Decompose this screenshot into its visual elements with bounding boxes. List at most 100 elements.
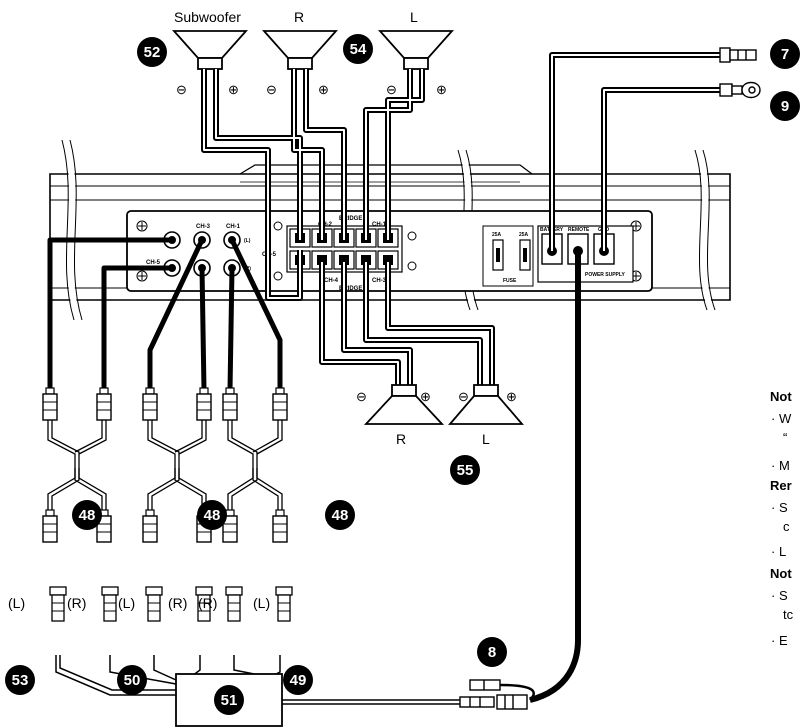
speaker-left-top — [377, 30, 455, 70]
rca-socket-body — [227, 594, 241, 622]
callout-c7-number: 7 — [781, 46, 789, 63]
callout-c9-circle — [770, 91, 800, 121]
rca-g3-left-label: (L) — [253, 595, 270, 611]
callout-c50-number: 50 — [124, 672, 141, 689]
minus-sign: ⊖ — [458, 389, 469, 404]
note2-bullet1: · S — [771, 500, 788, 515]
rca-socket-top — [195, 586, 213, 596]
rca-plug-tip — [225, 509, 235, 517]
speaker-l-top-label: L — [410, 9, 418, 25]
minus-sign: ⊖ — [176, 82, 187, 97]
ch1-label: CH-1 — [226, 224, 241, 230]
callout-c53-number: 53 — [12, 672, 29, 689]
rca-plug-body — [272, 393, 288, 421]
rca-g1-left-label: (L) — [8, 595, 25, 611]
plus-sign: ⊕ — [506, 389, 517, 404]
note-heading-1: Not — [770, 389, 792, 404]
speaker-left-bottom — [448, 384, 524, 425]
bridge-bottom-label: BRIDGE — [339, 286, 362, 292]
rca-g2-right-label: (R) — [168, 595, 187, 611]
callout-c48b-number: 48 — [204, 507, 221, 524]
note1-bullet1: · W — [771, 411, 792, 426]
callout-c7-circle — [770, 39, 800, 69]
callout-c54-number: 54 — [350, 41, 367, 58]
callout-c55-circle — [450, 455, 480, 485]
minus-sign: ⊖ — [266, 82, 277, 97]
note3-bullet2: · E — [771, 633, 788, 648]
ch3-label: CH-3 — [196, 224, 211, 230]
ground-ring-terminal — [719, 81, 761, 99]
rca-plug-body — [142, 515, 158, 543]
y-cable-right — [74, 420, 107, 455]
callout-c54-circle — [343, 34, 373, 64]
y-cable-lower-right — [252, 468, 283, 510]
minus-sign: ⊖ — [386, 82, 397, 97]
terminal-ch2-label: CH-2 — [318, 222, 333, 228]
rca-g3-right-label: (R) — [198, 595, 217, 611]
rca-splitter-assemblies — [42, 387, 293, 622]
rca-plug-body — [96, 515, 112, 543]
speaker-right-top — [261, 30, 339, 70]
rca-g1-right-label: (R) — [67, 595, 86, 611]
top-terminal-signs: ⊖ ⊕ ⊖ ⊕ ⊖ ⊕ — [176, 82, 447, 97]
rca-socket-top — [49, 586, 67, 596]
y-cable-right — [252, 420, 283, 455]
rca-socket-body — [197, 594, 211, 622]
rca-socket-top — [101, 586, 119, 596]
rca-plug-body — [222, 515, 238, 543]
rca-cables-to-amp — [47, 237, 283, 391]
callout-c53-circle — [5, 665, 35, 695]
note-heading-3: Not — [770, 566, 792, 581]
rca-socket-body — [277, 594, 291, 622]
terminal-ch1-label: CH-1 — [372, 222, 387, 228]
rca-plug-body — [142, 393, 158, 421]
y-cable-left — [47, 420, 80, 468]
callout-c52-number: 52 — [144, 44, 161, 61]
rca-channel-labels: (L) (R) (L) (R) (R) (L) — [8, 595, 270, 611]
rca-plug-tip — [45, 387, 55, 395]
speaker-wires — [201, 52, 720, 703]
rca-socket-body — [103, 594, 117, 622]
speaker-right-bottom — [363, 384, 445, 425]
note3-bullet1: · S — [771, 588, 788, 603]
callout-c51-circle — [214, 685, 244, 715]
callout-c49-number: 49 — [290, 672, 307, 689]
rca-g2-left-label: (L) — [118, 595, 135, 611]
bridge-top-label: BRIDGE — [339, 216, 362, 222]
rca-socket-body — [51, 594, 65, 622]
rca-plug-body — [96, 393, 112, 421]
terminal-ch3-label: CH-3 — [372, 278, 387, 284]
note1-bullet2: · M — [771, 458, 790, 473]
fuse2-rating: 25A — [519, 232, 529, 238]
callout-c8-circle — [477, 637, 507, 667]
rca-plug-body — [42, 515, 58, 543]
callout-c49-circle — [283, 665, 313, 695]
speaker-subwoofer — [171, 30, 249, 70]
note2-bullet2: · L — [771, 544, 786, 559]
callout-c48a-circle — [72, 500, 102, 530]
rca-plug-tip — [145, 509, 155, 517]
rca-plug-tip — [199, 387, 209, 395]
rca-plug-body — [272, 515, 288, 543]
callout-c9-number: 9 — [781, 98, 789, 115]
rca-socket-top — [225, 586, 243, 596]
speaker-r-top-label: R — [294, 9, 304, 25]
plus-sign: ⊕ — [318, 82, 329, 97]
rca-plug-tip — [275, 387, 285, 395]
speaker-r-bottom-label: R — [396, 431, 406, 447]
remote-wire-connector — [459, 679, 535, 710]
callout-c48a-number: 48 — [79, 507, 96, 524]
note3-bullet1-cont: tc — [783, 607, 794, 622]
power-supply-label: POWER SUPPLY — [585, 272, 625, 278]
minus-sign: ⊖ — [356, 389, 367, 404]
callout-c55-number: 55 — [457, 462, 474, 479]
plus-sign: ⊕ — [420, 389, 431, 404]
y-cable-right — [174, 420, 207, 455]
callout-c48b-circle — [197, 500, 227, 530]
rca-plug-tip — [99, 387, 109, 395]
subwoofer-label: Subwoofer — [174, 9, 241, 25]
y-cable-left — [147, 420, 180, 468]
speaker-l-bottom-label: L — [482, 431, 490, 447]
